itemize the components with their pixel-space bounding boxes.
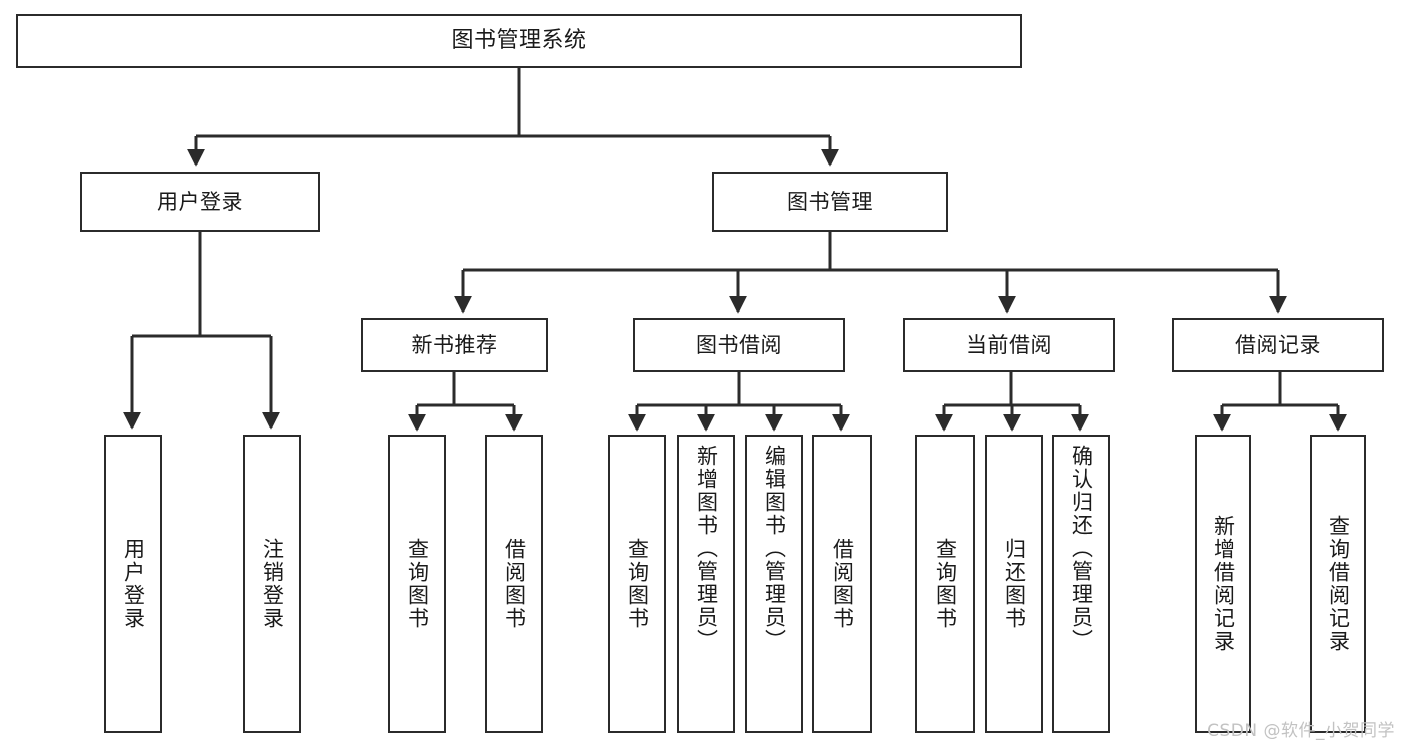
node-leaf-borrow-book-1-label: 借阅图书 (502, 538, 527, 630)
node-leaf-query-book-3-label: 查询图书 (933, 538, 958, 630)
node-leaf-confirm-return-label: 确认归还（管理员） (1069, 445, 1094, 652)
node-leaf-borrow-book-2[interactable]: 借阅图书 (812, 435, 872, 733)
node-leaf-user-login[interactable]: 用户登录 (104, 435, 162, 733)
node-book-manage[interactable]: 图书管理 (712, 172, 948, 232)
node-leaf-borrow-book-2-label: 借阅图书 (830, 538, 855, 630)
node-leaf-logout-login-label: 注销登录 (260, 538, 285, 630)
node-new-book-rec[interactable]: 新书推荐 (361, 318, 548, 372)
node-leaf-logout-login[interactable]: 注销登录 (243, 435, 301, 733)
node-leaf-user-login-label: 用户登录 (121, 538, 146, 630)
node-leaf-add-book-label: 新增图书（管理员） (694, 445, 719, 652)
node-leaf-add-record-label: 新增借阅记录 (1211, 515, 1236, 653)
csdn-watermark: CSDN @软件_小贺同学 (1207, 721, 1395, 741)
node-leaf-query-book-1-label: 查询图书 (405, 538, 430, 630)
node-book-borrow[interactable]: 图书借阅 (633, 318, 845, 372)
node-leaf-return-book[interactable]: 归还图书 (985, 435, 1043, 733)
node-leaf-query-record[interactable]: 查询借阅记录 (1310, 435, 1366, 733)
node-leaf-confirm-return[interactable]: 确认归还（管理员） (1052, 435, 1110, 733)
node-new-book-rec-label: 新书推荐 (411, 332, 498, 357)
node-leaf-query-book-1[interactable]: 查询图书 (388, 435, 446, 733)
node-root-label: 图书管理系统 (451, 28, 587, 54)
node-leaf-edit-book[interactable]: 编辑图书（管理员） (745, 435, 803, 733)
node-leaf-add-book[interactable]: 新增图书（管理员） (677, 435, 735, 733)
node-current-borrow-label: 当前借阅 (966, 332, 1052, 357)
node-user-login-label: 用户登录 (157, 189, 243, 214)
node-root[interactable]: 图书管理系统 (16, 14, 1022, 68)
node-leaf-add-record[interactable]: 新增借阅记录 (1195, 435, 1251, 733)
node-leaf-query-book-3[interactable]: 查询图书 (915, 435, 975, 733)
node-leaf-return-book-label: 归还图书 (1002, 538, 1027, 630)
node-leaf-query-book-2-label: 查询图书 (625, 538, 650, 630)
node-user-login[interactable]: 用户登录 (80, 172, 320, 232)
node-leaf-borrow-book-1[interactable]: 借阅图书 (485, 435, 543, 733)
node-book-manage-label: 图书管理 (787, 189, 873, 214)
node-current-borrow[interactable]: 当前借阅 (903, 318, 1115, 372)
node-leaf-query-record-label: 查询借阅记录 (1326, 515, 1351, 653)
node-borrow-record[interactable]: 借阅记录 (1172, 318, 1384, 372)
node-leaf-query-book-2[interactable]: 查询图书 (608, 435, 666, 733)
node-book-borrow-label: 图书借阅 (696, 332, 782, 357)
node-borrow-record-label: 借阅记录 (1235, 332, 1321, 357)
node-leaf-edit-book-label: 编辑图书（管理员） (762, 445, 787, 652)
